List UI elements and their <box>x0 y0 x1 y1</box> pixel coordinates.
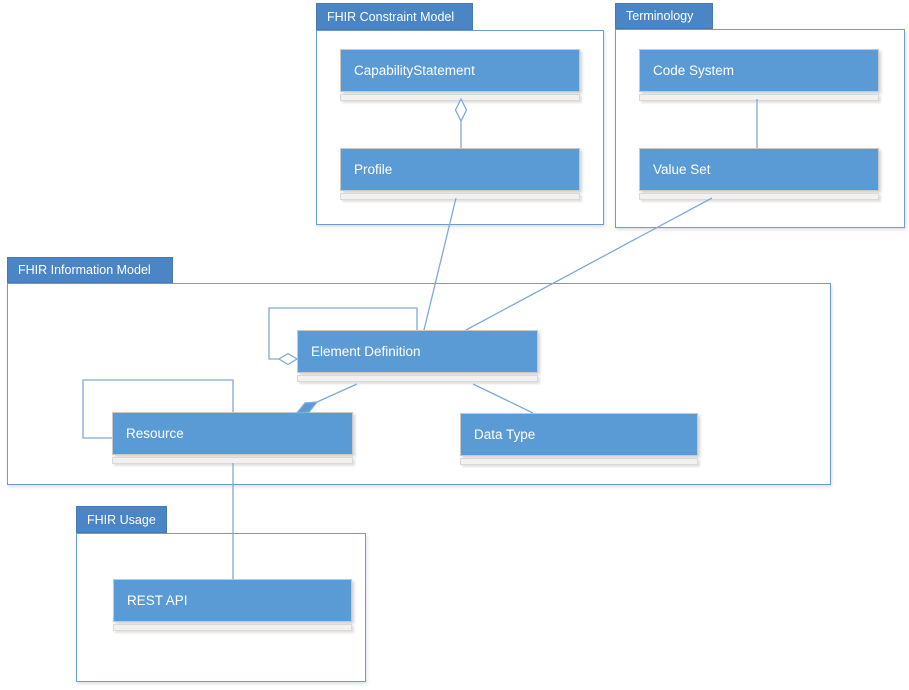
node-label: Element Definition <box>311 344 421 359</box>
node-capability-statement: CapabilityStatement <box>340 49 580 101</box>
node-attribute-compartment <box>340 94 580 101</box>
node-header: Value Set <box>639 148 879 191</box>
node-attribute-compartment <box>112 457 353 464</box>
node-attribute-compartment <box>297 375 538 382</box>
node-element-definition: Element Definition <box>297 330 538 382</box>
node-label: Resource <box>126 426 184 441</box>
node-header: REST API <box>113 579 352 622</box>
package-body-fhir-information-model <box>7 283 831 485</box>
node-rest-api: REST API <box>113 579 352 631</box>
node-attribute-compartment <box>460 458 698 465</box>
node-profile: Profile <box>340 148 580 200</box>
node-code-system: Code System <box>639 49 879 101</box>
node-header: Code System <box>639 49 879 92</box>
package-label: FHIR Usage <box>87 512 156 527</box>
node-label: CapabilityStatement <box>354 63 475 78</box>
node-label: Value Set <box>653 162 711 177</box>
package-label: FHIR Information Model <box>18 263 151 277</box>
node-resource: Resource <box>112 412 353 464</box>
package-body-fhir-usage <box>76 533 366 682</box>
node-label: REST API <box>127 593 188 608</box>
node-attribute-compartment <box>639 193 879 200</box>
node-header: CapabilityStatement <box>340 49 580 92</box>
package-tab-fhir-usage: FHIR Usage <box>76 506 167 533</box>
node-header: Resource <box>112 412 353 455</box>
node-label: Data Type <box>474 427 536 442</box>
package-tab-terminology: Terminology <box>615 3 713 29</box>
node-label: Code System <box>653 63 735 78</box>
package-label: FHIR Constraint Model <box>327 9 455 24</box>
package-label: Terminology <box>626 9 694 23</box>
node-attribute-compartment <box>639 94 879 101</box>
package-tab-fhir-information-model: FHIR Information Model <box>7 257 173 283</box>
node-label: Profile <box>354 162 393 177</box>
node-value-set: Value Set <box>639 148 879 200</box>
node-header: Data Type <box>460 413 698 456</box>
package-tab-fhir-constraint-model: FHIR Constraint Model <box>316 3 473 30</box>
package-body-fhir-constraint-model <box>316 30 604 225</box>
node-data-type: Data Type <box>460 413 698 465</box>
node-attribute-compartment <box>113 624 352 631</box>
package-body-terminology <box>615 29 905 228</box>
node-header: Element Definition <box>297 330 538 373</box>
node-header: Profile <box>340 148 580 191</box>
node-attribute-compartment <box>340 193 580 200</box>
